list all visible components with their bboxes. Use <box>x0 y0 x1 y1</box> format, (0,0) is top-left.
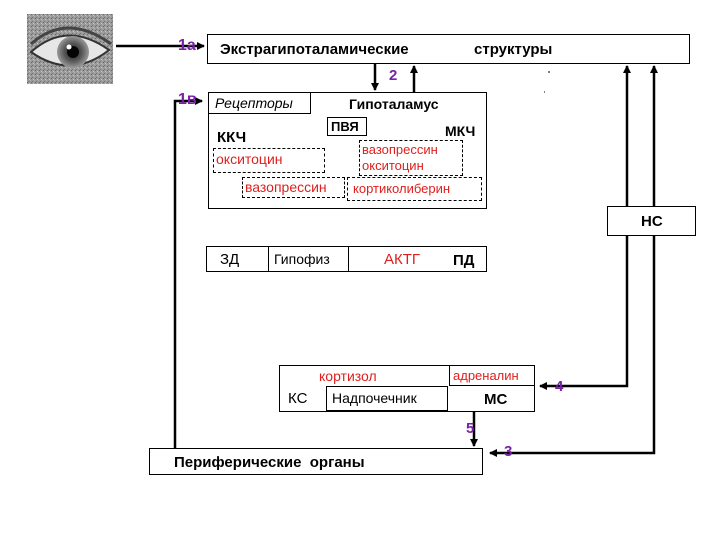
label-2: 2 <box>389 67 398 84</box>
receptors-label: Рецепторы <box>215 95 293 111</box>
ns-box: НС <box>607 206 696 236</box>
label-1a: 1а <box>178 37 196 54</box>
ks-label: КС <box>288 390 308 407</box>
receptors-cell: Рецепторы <box>209 93 311 114</box>
corticoliberin-box: кортиколиберин <box>347 177 482 201</box>
vasopressin-label-1: вазопрессин <box>245 179 327 195</box>
pvya-cell: ПВЯ <box>327 117 367 136</box>
pvya-label: ПВЯ <box>331 119 359 134</box>
kkch-label: ККЧ <box>217 129 247 146</box>
adrenaline-label: адреналин <box>453 368 519 383</box>
peripheral-organs-label: Периферические органы <box>174 454 365 471</box>
hypophysis-box: ЗД Гипофиз АКТГ ПД <box>206 246 487 272</box>
label-5: 5 <box>466 420 475 437</box>
adrenal-box: кортизол адреналин КС Надпочечник МС <box>279 365 535 412</box>
hypophysis-title: Гипофиз <box>274 251 330 267</box>
oxytocin-label-2: окситоцин <box>362 158 424 173</box>
ns-label: НС <box>641 213 663 230</box>
mkch-label: МКЧ <box>445 123 476 139</box>
label-1b: 1в <box>178 91 197 108</box>
vasopressin-box-1: вазопрессин <box>242 177 345 198</box>
hypothalamus-box: Рецепторы Гипоталамус ПВЯ ККЧ МКЧ оксито… <box>208 92 487 209</box>
adrenaline-cell: адреналин <box>449 366 534 386</box>
cortisol-label: кортизол <box>319 368 377 384</box>
eye-image <box>27 14 113 84</box>
peripheral-organs-box: Периферические органы <box>149 448 483 475</box>
extra-hypothalamic-label: Экстрагипоталамические <box>220 41 409 58</box>
zd-label: ЗД <box>220 251 240 268</box>
ms-label: МС <box>484 391 508 408</box>
extra-hypothalamic-box: Экстрагипоталамические структуры <box>207 34 690 64</box>
label-4: 4 <box>555 378 564 395</box>
oxytocin-label-1: окситоцин <box>216 151 283 167</box>
corticoliberin-label: кортиколиберин <box>353 181 451 196</box>
extra-structures-label: структуры <box>474 41 553 58</box>
label-3: 3 <box>504 443 513 460</box>
hypothalamus-title: Гипоталамус <box>349 96 439 112</box>
adrenal-title: Надпочечник <box>332 390 417 406</box>
actg-label: АКТГ <box>384 251 421 268</box>
mkch-hormones-box: вазопрессин окситоцин <box>359 140 463 176</box>
vasopressin-label-2: вазопрессин <box>362 142 438 157</box>
oxytocin-box-1: окситоцин <box>213 148 325 173</box>
hypophysis-title-cell: Гипофиз <box>269 247 349 271</box>
pd-label: ПД <box>453 252 475 269</box>
zd-cell: ЗД <box>207 247 269 271</box>
adrenal-title-cell: Надпочечник <box>326 386 448 411</box>
